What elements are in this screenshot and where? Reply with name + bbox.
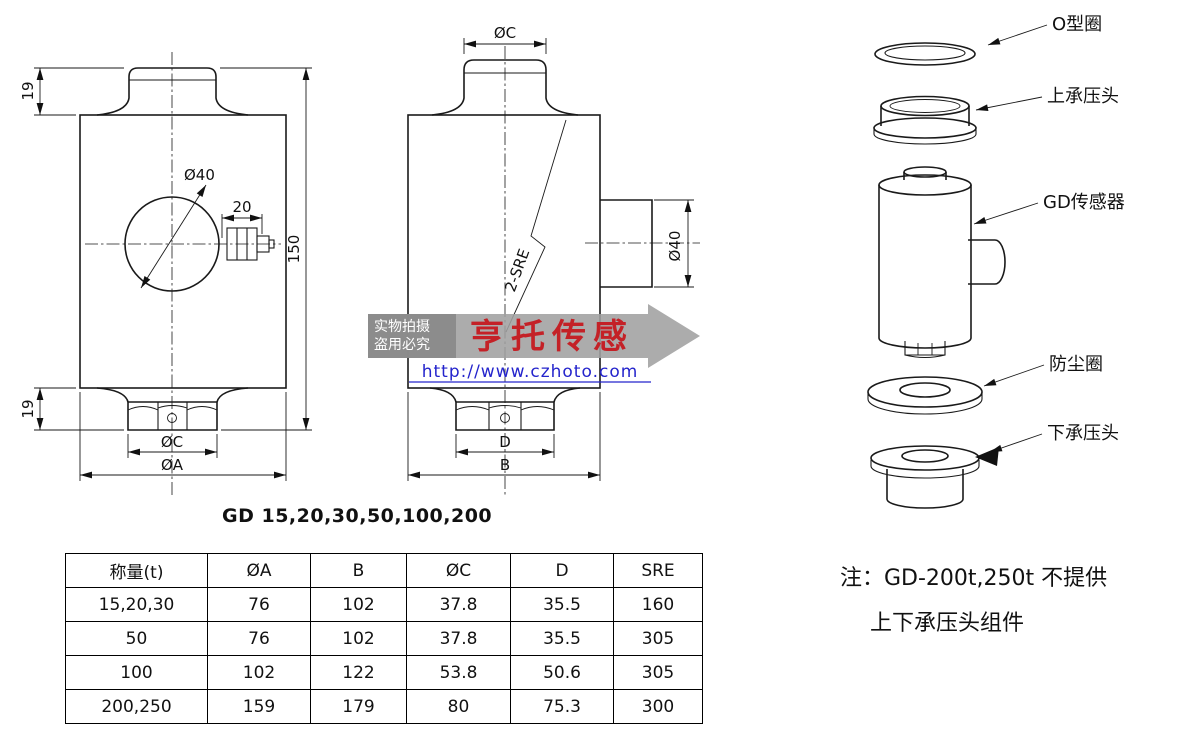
dust-ring-leader: [983, 364, 1045, 387]
col-header-oc: ØC: [406, 553, 511, 588]
cell-sre: 300: [613, 689, 703, 724]
cell-d: 50.6: [510, 655, 614, 690]
side-dim-oc-label: ØC: [494, 24, 516, 42]
front-dim-oc: ØC: [127, 433, 218, 458]
cell-oa: 76: [207, 621, 311, 656]
watermark-stamp-line1: 实物拍摄: [374, 319, 430, 335]
o-ring-label: O型圈: [1052, 14, 1102, 35]
col-header-sre: SRE: [613, 553, 703, 588]
cell-sre: 160: [613, 587, 703, 622]
cell-oc: 80: [406, 689, 511, 724]
cell-capacity: 100: [65, 655, 208, 690]
side-top-boss: [431, 59, 579, 116]
o-ring-leader: [987, 24, 1048, 46]
exploded-view: O型圈 上承压头: [867, 14, 1125, 509]
cell-b: 102: [310, 587, 407, 622]
front-dim-19-bottom: 19: [19, 387, 124, 431]
side-dim-oc: ØC: [463, 24, 547, 54]
cell-b: 122: [310, 655, 407, 690]
footnote: 注：GD-200t,250t 不提供 上下承压头组件: [840, 556, 1107, 646]
cable-gland-fitting: [226, 227, 275, 261]
front-dim-150: 150: [220, 67, 312, 431]
col-header-b: B: [310, 553, 407, 588]
front-dim-oc-label: ØC: [161, 433, 183, 451]
cell-b: 102: [310, 621, 407, 656]
lower-head-label: 下承压头: [1047, 423, 1119, 444]
cell-capacity: 50: [65, 621, 208, 656]
spec-table-header-row: 称量(t) ØA B ØC D SRE: [65, 553, 703, 588]
cell-d: 35.5: [510, 621, 614, 656]
side-dim-b-label: B: [500, 456, 510, 474]
side-dim-o40-label: Ø40: [666, 231, 684, 262]
side-bottom-nut: [429, 387, 581, 431]
cell-oa: 76: [207, 587, 311, 622]
spec-table-row-4: 200,250 159 179 80 75.3 300: [65, 689, 703, 724]
cell-oa: 102: [207, 655, 311, 690]
model-series-title: GD 15,20,30,50,100,200: [222, 505, 493, 527]
load-cell-drawing: 19 19 150 Ø40 20: [19, 14, 1125, 509]
sensor-cable-connector: [968, 239, 1006, 285]
gd-sensor-label: GD传感器: [1043, 192, 1125, 213]
cell-capacity: 200,250: [65, 689, 208, 724]
front-top-boss: [96, 67, 249, 116]
sre-leader-line: [505, 119, 567, 333]
watermark-stamp-block: [368, 314, 456, 358]
cell-d: 75.3: [510, 689, 614, 724]
spec-table: 称量(t) ØA B ØC D SRE 15,20,30 76 102 37.8…: [65, 553, 703, 724]
front-dim-20: 20: [221, 198, 263, 238]
gd-sensor-part: [878, 166, 1006, 359]
cell-capacity: 15,20,30: [65, 587, 208, 622]
col-header-d: D: [510, 553, 614, 588]
col-header-capacity: 称量(t): [65, 553, 208, 588]
front-dim-19-bottom-label: 19: [19, 399, 37, 418]
side-dim-o40: Ø40: [654, 199, 694, 288]
front-dim-20-label: 20: [232, 198, 251, 216]
front-dim-oa-label: ØA: [161, 456, 184, 474]
o-ring-part: [874, 42, 976, 66]
front-dim-hole: Ø40: [140, 166, 215, 289]
cell-oc: 53.8: [406, 655, 511, 690]
side-view: ØC 2-SRE Ø40 D B: [407, 24, 700, 497]
dust-ring-label: 防尘圈: [1049, 354, 1103, 375]
watermark-url: http://www.czhoto.com: [422, 362, 639, 382]
cell-sre: 305: [613, 655, 703, 690]
watermark-brand: 亨托传感: [470, 317, 634, 357]
cell-oc: 37.8: [406, 587, 511, 622]
dust-ring-part: [867, 376, 983, 415]
spec-table-row-1: 15,20,30 76 102 37.8 35.5 160: [65, 587, 703, 622]
front-dim-hole-label: Ø40: [184, 166, 215, 184]
side-body-outline: [407, 114, 601, 389]
front-dim-19-top: 19: [19, 67, 124, 116]
spec-table-row-3: 100 102 122 53.8 50.6 305: [65, 655, 703, 690]
cell-sre: 305: [613, 621, 703, 656]
front-view: 19 19 150 Ø40 20: [19, 52, 312, 497]
footnote-line2: 上下承压头组件: [870, 611, 1025, 636]
upper-head-leader: [975, 96, 1043, 112]
lower-head-leader: [989, 433, 1043, 453]
upper-head-label: 上承压头: [1047, 86, 1119, 107]
footnote-line1: 注：GD-200t,250t 不提供: [840, 566, 1108, 591]
side-dim-d: D: [455, 433, 555, 458]
cell-oc: 37.8: [406, 621, 511, 656]
front-dim-150-label: 150: [285, 235, 303, 264]
side-dim-b: B: [407, 392, 601, 481]
col-header-oa: ØA: [207, 553, 311, 588]
front-dim-19-top-label: 19: [19, 81, 37, 100]
gd-sensor-leader: [973, 202, 1039, 225]
front-dim-oa: ØA: [79, 392, 287, 481]
side-dim-sre: 2-SRE: [501, 119, 567, 333]
watermark-stamp-line2: 盗用必究: [374, 337, 430, 353]
upper-pressure-head-part: [873, 95, 977, 145]
side-dim-sre-label: 2-SRE: [501, 246, 533, 294]
side-dim-d-label: D: [499, 433, 511, 451]
side-connector-boss: [600, 199, 653, 288]
front-bottom-nut: [96, 387, 249, 431]
watermark: 实物拍摄 盗用必究 亨托传感 http://www.czhoto.com: [368, 304, 700, 383]
spec-table-row-2: 50 76 102 37.8 35.5 305: [65, 621, 703, 656]
cell-b: 179: [310, 689, 407, 724]
lower-pressure-head-part: [870, 445, 999, 509]
front-body-outline: [79, 114, 287, 389]
cell-d: 35.5: [510, 587, 614, 622]
cell-oa: 159: [207, 689, 311, 724]
